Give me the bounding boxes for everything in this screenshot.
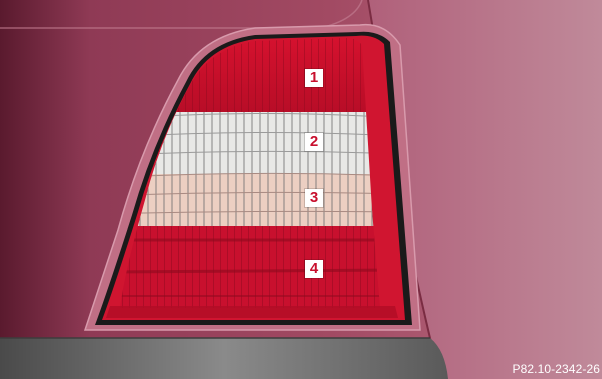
- callout-1: 1: [305, 69, 323, 87]
- callout-2: 2: [305, 133, 323, 151]
- callout-4: 4: [305, 260, 323, 278]
- lens-lower-lip: [106, 306, 398, 318]
- figure-reference-code: P82.10-2342-26: [513, 362, 600, 376]
- callout-3: 3: [305, 189, 323, 207]
- rear-bumper: [0, 338, 448, 379]
